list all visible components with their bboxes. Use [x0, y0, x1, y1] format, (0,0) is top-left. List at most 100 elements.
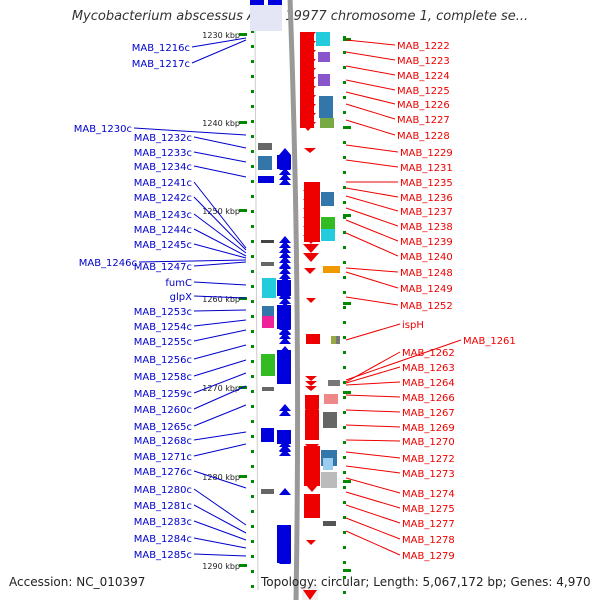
- feature-block[interactable]: [323, 412, 337, 428]
- gene-label-mab_1229[interactable]: MAB_1229: [400, 148, 453, 159]
- gene-label-mab_1280c[interactable]: MAB_1280c: [134, 485, 192, 496]
- forward-gene-arrow[interactable]: [303, 590, 317, 600]
- gene-label-mab_1263[interactable]: MAB_1263: [402, 363, 455, 374]
- gene-label-mab_1243c[interactable]: MAB_1243c: [134, 210, 192, 221]
- gene-label-mab_1276c[interactable]: MAB_1276c: [134, 467, 192, 478]
- gene-label-mab_1279[interactable]: MAB_1279: [402, 551, 455, 562]
- feature-block[interactable]: [262, 278, 276, 298]
- reverse-gene-block[interactable]: [268, 0, 282, 5]
- forward-gene-arrow[interactable]: [305, 386, 317, 391]
- gene-label-mab_1281c[interactable]: MAB_1281c: [134, 501, 192, 512]
- reverse-gene-arrow[interactable]: [279, 444, 291, 451]
- gene-label-mab_1273[interactable]: MAB_1273: [402, 469, 455, 480]
- gene-label-mab_1216c[interactable]: MAB_1216c: [132, 43, 190, 54]
- gene-label-mab_1262[interactable]: MAB_1262: [402, 348, 455, 359]
- reverse-gene-arrow[interactable]: [279, 262, 291, 269]
- gene-label-mab_1249[interactable]: MAB_1249: [400, 284, 453, 295]
- feature-block[interactable]: [261, 240, 274, 243]
- forward-gene-arrow[interactable]: [300, 50, 316, 59]
- reverse-gene-arrow[interactable]: [279, 168, 291, 175]
- forward-gene-arrow[interactable]: [300, 68, 316, 77]
- gene-label-mab_1256c[interactable]: MAB_1256c: [134, 355, 192, 366]
- forward-gene-arrow[interactable]: [300, 95, 316, 104]
- gene-label-mab_1222[interactable]: MAB_1222: [397, 41, 450, 52]
- feature-block[interactable]: [261, 489, 274, 494]
- forward-gene-arrow[interactable]: [306, 298, 316, 303]
- forward-gene-arrow[interactable]: [303, 235, 319, 244]
- gene-label-mab_1228[interactable]: MAB_1228: [397, 131, 450, 142]
- gene-label-mab_1248[interactable]: MAB_1248: [400, 268, 453, 279]
- reverse-gene-arrow[interactable]: [279, 488, 291, 495]
- gene-label-mab_1225[interactable]: MAB_1225: [397, 86, 450, 97]
- reverse-gene-arrow[interactable]: [279, 332, 291, 339]
- gene-label-mab_1237[interactable]: MAB_1237: [400, 207, 453, 218]
- gene-label-mab_1274[interactable]: MAB_1274: [402, 489, 455, 500]
- forward-gene-arrow[interactable]: [304, 268, 316, 274]
- gene-label-mab_1285c[interactable]: MAB_1285c: [134, 550, 192, 561]
- feature-block[interactable]: [319, 96, 333, 118]
- reverse-gene-arrow[interactable]: [279, 409, 291, 416]
- gene-label-mab_1235[interactable]: MAB_1235: [400, 178, 453, 189]
- gene-label-mab_1270[interactable]: MAB_1270: [402, 437, 455, 448]
- gene-label-isph[interactable]: ispH: [402, 320, 424, 331]
- gene-label-mab_1255c[interactable]: MAB_1255c: [134, 337, 192, 348]
- feature-block[interactable]: [261, 262, 274, 266]
- reverse-gene-block[interactable]: [250, 0, 264, 5]
- forward-gene-arrow[interactable]: [303, 226, 319, 235]
- feature-block[interactable]: [262, 387, 274, 391]
- gene-label-mab_1275[interactable]: MAB_1275: [402, 504, 455, 515]
- reverse-gene-arrow[interactable]: [279, 246, 291, 253]
- gene-label-mab_1241c[interactable]: MAB_1241c: [134, 178, 192, 189]
- forward-gene-arrow[interactable]: [303, 253, 319, 262]
- reverse-gene-arrow[interactable]: [279, 297, 291, 304]
- gene-label-mab_1252[interactable]: MAB_1252: [400, 301, 453, 312]
- gene-label-mab_1226[interactable]: MAB_1226: [397, 100, 450, 111]
- gene-label-mab_1269[interactable]: MAB_1269: [402, 423, 455, 434]
- reverse-gene-arrow[interactable]: [279, 241, 291, 248]
- gene-label-mab_1244c[interactable]: MAB_1244c: [134, 225, 192, 236]
- reverse-gene-arrow[interactable]: [279, 272, 291, 279]
- gene-label-mab_1283c[interactable]: MAB_1283c: [134, 517, 192, 528]
- gene-label-mab_1267[interactable]: MAB_1267: [402, 408, 455, 419]
- reverse-gene-arrow[interactable]: [279, 327, 291, 334]
- reverse-gene-block[interactable]: [277, 305, 291, 329]
- gene-label-mab_1260c[interactable]: MAB_1260c: [134, 405, 192, 416]
- gene-label-mab_1284c[interactable]: MAB_1284c: [134, 534, 192, 545]
- gene-label-mab_1254c[interactable]: MAB_1254c: [134, 322, 192, 333]
- reverse-gene-arrow[interactable]: [279, 337, 291, 344]
- gene-label-mab_1239[interactable]: MAB_1239: [400, 237, 453, 248]
- forward-gene-arrow[interactable]: [300, 41, 316, 50]
- gene-label-mab_1261[interactable]: MAB_1261: [463, 336, 516, 347]
- reverse-gene-arrow[interactable]: [279, 449, 291, 456]
- forward-gene-arrow[interactable]: [303, 190, 319, 199]
- feature-block[interactable]: [321, 217, 335, 229]
- feature-block[interactable]: [262, 306, 274, 316]
- feature-block[interactable]: [321, 229, 335, 241]
- gene-label-mab_1240[interactable]: MAB_1240: [400, 252, 453, 263]
- gene-label-mab_1258c[interactable]: MAB_1258c: [134, 372, 192, 383]
- gene-label-mab_1259c[interactable]: MAB_1259c: [134, 389, 192, 400]
- gene-label-mab_1236[interactable]: MAB_1236: [400, 193, 453, 204]
- gene-label-mab_1277[interactable]: MAB_1277: [402, 519, 455, 530]
- feature-block[interactable]: [258, 143, 272, 150]
- reverse-gene-arrow[interactable]: [279, 148, 291, 155]
- forward-gene-arrow[interactable]: [303, 244, 319, 253]
- reverse-gene-block[interactable]: [277, 280, 291, 296]
- feature-block[interactable]: [323, 521, 336, 526]
- reverse-gene-block[interactable]: [277, 350, 291, 384]
- feature-block[interactable]: [261, 354, 275, 376]
- gene-label-mab_1230c[interactable]: MAB_1230c: [74, 124, 132, 135]
- gene-label-mab_1278[interactable]: MAB_1278: [402, 535, 455, 546]
- gene-label-glpx[interactable]: glpX: [170, 292, 192, 303]
- feature-block[interactable]: [321, 192, 334, 206]
- feature-block[interactable]: [258, 156, 272, 170]
- forward-gene-arrow[interactable]: [300, 77, 316, 86]
- reverse-gene-block[interactable]: [261, 428, 274, 442]
- forward-gene-arrow[interactable]: [304, 148, 316, 153]
- gene-label-mab_1266[interactable]: MAB_1266: [402, 393, 455, 404]
- gene-label-fumc[interactable]: fumC: [165, 278, 192, 289]
- gene-label-mab_1272[interactable]: MAB_1272: [402, 454, 455, 465]
- forward-gene-arrow[interactable]: [300, 86, 316, 95]
- gene-label-mab_1246c[interactable]: MAB_1246c: [79, 258, 137, 269]
